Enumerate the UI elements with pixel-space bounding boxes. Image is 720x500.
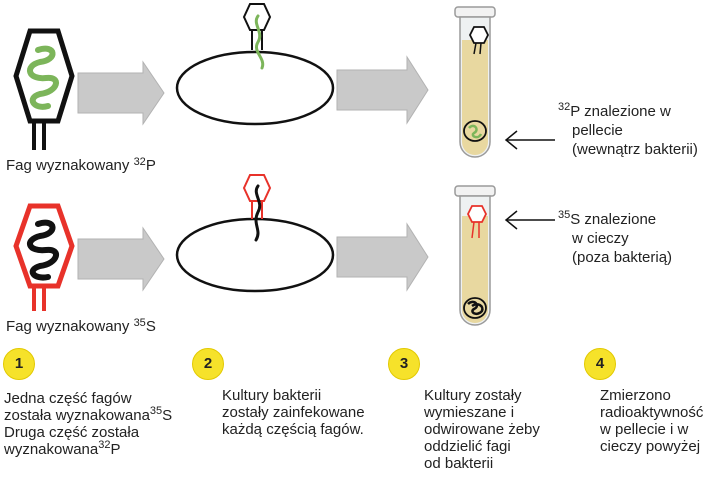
arrow-icon-4	[336, 222, 429, 292]
step-badge-4: 4	[584, 348, 616, 380]
phage-head-icon	[468, 26, 490, 44]
dna-black-icon	[467, 300, 484, 316]
isotope-symbol: S	[570, 211, 581, 228]
step-line: wyznakowana	[4, 441, 99, 458]
phage-tail	[471, 221, 475, 239]
step-line: od bakterii	[424, 455, 494, 472]
bacterium-infected-32p	[175, 3, 335, 126]
isotope-symbol: S	[162, 407, 173, 424]
isotope-mass: 32	[98, 439, 111, 451]
step-line: Kultury bakterii	[222, 387, 322, 404]
isotope-mass: 35	[149, 405, 163, 417]
phage-label-text: Fag wyznakowany	[6, 157, 134, 174]
result-line-1: znalezione w	[579, 103, 671, 120]
result-label-35s: 35S znalezione w cieczy (poza bakterią)	[558, 209, 673, 267]
arrow-icon-2	[336, 55, 429, 125]
phage-label-text: Fag wyznakowany	[6, 318, 134, 335]
isotope-symbol: S	[145, 318, 156, 335]
step-badge-2: 2	[192, 348, 224, 380]
isotope-mass: 35	[133, 317, 146, 329]
phage-head-icon	[13, 203, 75, 289]
dna-black-icon	[27, 219, 59, 281]
phage-tail	[479, 42, 482, 55]
isotope-symbol: P	[145, 157, 156, 174]
step-line: Jedna część fagów	[4, 390, 132, 407]
dna-injected-green-icon	[254, 14, 265, 70]
step-badge-3: 3	[388, 348, 420, 380]
arrow-icon-3	[77, 226, 165, 292]
bacterium-cell-icon	[175, 217, 335, 293]
phage-tail	[473, 42, 477, 55]
step-line: oddzielić fagi	[424, 438, 511, 455]
step-text-2: Kultury bakterii zostały zainfekowane ka…	[222, 387, 365, 438]
bacterium-infected-35s	[175, 174, 335, 293]
isotope-mass: 32	[133, 156, 146, 168]
step-line: każdą częścią fagów.	[222, 421, 364, 438]
step-badge-1: 1	[3, 348, 35, 380]
dna-injected-black-icon	[254, 184, 262, 242]
result-line-3: (poza bakterią)	[572, 249, 673, 266]
step-line: Druga część została	[4, 424, 140, 441]
step-line: radioaktywność	[600, 404, 704, 421]
step-line: została wyznakowana	[4, 407, 150, 424]
isotope-mass: 35	[558, 209, 571, 221]
phage-32p	[13, 28, 75, 150]
step-line: w pellecie i w	[600, 421, 689, 438]
result-line-2: w cieczy	[572, 230, 629, 247]
result-line-1: znalezione	[580, 211, 657, 228]
step-line: zostały zainfekowane	[222, 404, 365, 421]
step-line: Zmierzono	[600, 387, 671, 404]
phage-head-icon	[466, 205, 488, 223]
phage-label-32p: Fag wyznakowany 32P	[6, 156, 156, 175]
test-tube-2	[454, 185, 496, 326]
arrow-icon-1	[77, 60, 165, 126]
tube-rim	[454, 6, 496, 18]
phage-label-35s: Fag wyznakowany 35S	[6, 317, 156, 336]
result-label-32p: 32P znalezione w pellecie (wewnątrz bakt…	[558, 101, 698, 159]
step-line: odwirowane żeby	[424, 421, 540, 438]
step-text-4: Zmierzono radioaktywność w pellecie i w …	[600, 387, 703, 455]
phage-35s	[13, 203, 75, 311]
arrowhead-left-icon-2	[504, 210, 518, 230]
isotope-symbol: P	[570, 103, 580, 120]
step-text-1: Jedna część fagów została wyznakowana35S…	[4, 390, 172, 458]
step-line: Kultury zostały	[424, 387, 522, 404]
result-line-3: (wewnątrz bakterii)	[572, 141, 698, 158]
isotope-symbol: P	[110, 441, 121, 458]
tube-fluid	[462, 216, 488, 323]
tube-rim	[454, 185, 496, 197]
step-text-3: Kultury zostały wymieszane i odwirowane …	[424, 387, 540, 472]
dna-green-icon	[27, 45, 59, 110]
test-tube-1	[454, 6, 496, 158]
dna-green-icon	[468, 124, 483, 139]
step-line: wymieszane i	[424, 404, 515, 421]
isotope-mass: 32	[558, 101, 571, 113]
arrowhead-left-icon-1	[504, 130, 518, 150]
result-line-2: pellecie	[572, 122, 623, 139]
bacterium-cell-icon	[175, 50, 335, 126]
step-line: cieczy powyżej	[600, 438, 701, 455]
